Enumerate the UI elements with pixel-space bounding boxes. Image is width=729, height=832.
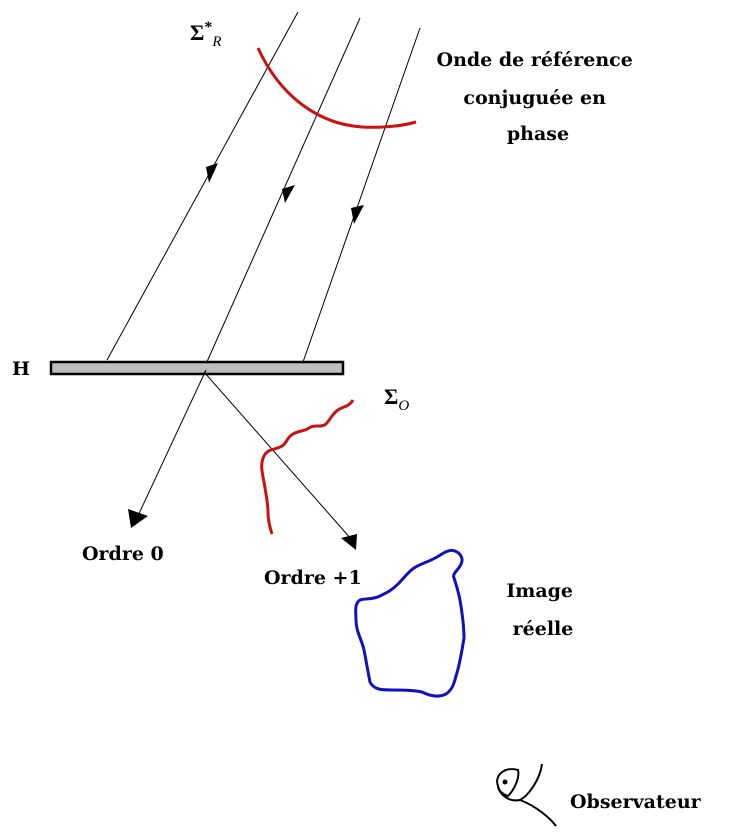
order-1-ray: [203, 371, 353, 541]
observer-label: Observateur: [570, 791, 702, 813]
hologram-plate: [49, 360, 345, 376]
reference-wavefront: [256, 47, 417, 129]
order-0-ray: [135, 369, 207, 521]
hologram-label: H: [12, 358, 30, 380]
sigma-r-label: Σ*R: [190, 19, 222, 50]
eye-icon: [496, 763, 557, 827]
reference-ray-3: [302, 27, 421, 363]
real-image-label: Image réelle: [506, 580, 579, 640]
order-1-label: Ordre +1: [264, 567, 362, 589]
sigma-o-label: ΣO: [384, 384, 409, 414]
object-wavefront: [260, 399, 355, 535]
reference-wave-label: Onde de référence conjuguée en phase: [437, 49, 640, 145]
order-1-arrow: [341, 534, 357, 550]
order-0-label: Ordre 0: [82, 543, 164, 565]
reference-ray-3-arrow: [351, 205, 364, 224]
reference-ray-1: [106, 11, 299, 361]
reference-ray-1-arrow: [206, 163, 218, 183]
real-image-outline: [354, 548, 466, 698]
reference-ray-2-arrow: [282, 185, 295, 203]
order-0-arrow: [128, 509, 148, 528]
